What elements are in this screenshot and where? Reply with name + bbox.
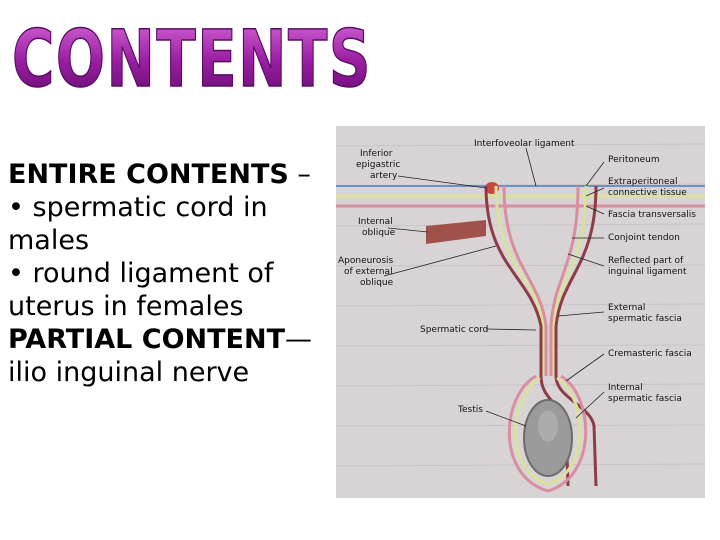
label-cremasteric: Cremasteric fascia bbox=[608, 349, 692, 359]
anatomy-diagram: Interfoveolar ligament Inferior epigastr… bbox=[336, 126, 705, 498]
label-aponeurosis-1: Aponeurosis bbox=[338, 256, 394, 266]
cord-layer-pink-right bbox=[549, 185, 580, 376]
cord-layer-green-left bbox=[494, 185, 546, 376]
label-testis: Testis bbox=[457, 405, 483, 415]
label-internal-spermatic-2: spermatic fascia bbox=[608, 394, 682, 404]
entire-contents-heading: ENTIRE CONTENTS bbox=[8, 159, 289, 190]
item-spermatic-cord-cont: males bbox=[8, 225, 90, 256]
label-reflected-2: inguinal ligament bbox=[608, 267, 687, 277]
label-reflected-1: Reflected part of bbox=[608, 256, 684, 266]
item-round-ligament-cont: uterus in females bbox=[8, 291, 244, 322]
label-external-spermatic-1: External bbox=[608, 303, 645, 313]
label-interfoveolar: Interfoveolar ligament bbox=[474, 139, 575, 149]
internal-oblique-muscle bbox=[426, 220, 486, 244]
slide-title-text: CONTENTS bbox=[12, 15, 372, 105]
item-ilio-inguinal-nerve: ilio inguinal nerve bbox=[8, 357, 250, 388]
label-conjoint-tendon: Conjoint tendon bbox=[608, 233, 680, 243]
contents-text: ENTIRE CONTENTS – • spermatic cord in ma… bbox=[8, 158, 328, 389]
item-round-ligament: • round ligament of bbox=[8, 258, 274, 289]
partial-content-line: PARTIAL CONTENT— bbox=[8, 323, 328, 356]
label-fascia-transversalis: Fascia transversalis bbox=[608, 210, 696, 220]
label-peritoneum: Peritoneum bbox=[608, 155, 660, 165]
label-internal-oblique-2: oblique bbox=[362, 228, 396, 238]
label-aponeurosis-2: of external bbox=[344, 267, 393, 277]
cord-layer-green-right bbox=[551, 185, 588, 376]
scrotal-sac-outline bbox=[507, 374, 588, 493]
partial-content-heading: PARTIAL CONTENT bbox=[8, 324, 285, 355]
slide-title: CONTENTS bbox=[8, 6, 388, 106]
label-external-spermatic-2: spermatic fascia bbox=[608, 314, 682, 324]
label-inferior-epigastric-3: artery bbox=[370, 171, 398, 181]
entire-contents-dash: – bbox=[288, 159, 311, 190]
cord-layer-pink-left bbox=[502, 185, 548, 376]
label-internal-oblique-1: Internal bbox=[358, 217, 393, 227]
entire-contents-line: ENTIRE CONTENTS – bbox=[8, 158, 328, 191]
item-spermatic-cord: • spermatic cord in bbox=[8, 192, 268, 223]
label-extraperitoneal-2: connective tissue bbox=[608, 188, 687, 198]
label-inferior-epigastric-1: Inferior bbox=[360, 149, 393, 159]
partial-content-dash: — bbox=[285, 324, 312, 355]
label-aponeurosis-3: oblique bbox=[360, 278, 394, 288]
label-internal-spermatic-1: Internal bbox=[608, 383, 643, 393]
label-spermatic-cord: Spermatic cord bbox=[420, 325, 488, 335]
label-extraperitoneal-1: Extraperitoneal bbox=[608, 177, 678, 187]
label-inferior-epigastric-2: epigastric bbox=[356, 160, 400, 170]
